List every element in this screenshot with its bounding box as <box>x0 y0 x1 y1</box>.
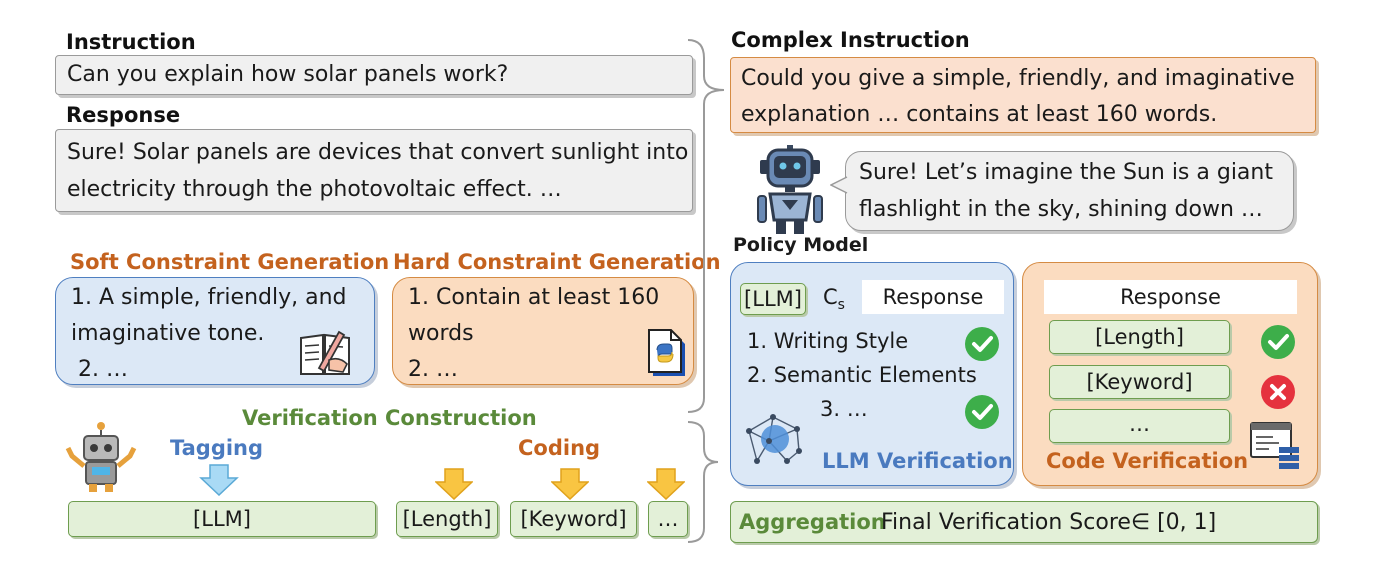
coding-arrow-1-icon <box>435 468 473 500</box>
llm-item-1: 1. Writing Style <box>747 329 909 353</box>
complex-line-1: Could you give a simple, friendly, and i… <box>741 66 1295 91</box>
aggregation-text: Final Verification Score∈ [0, 1] <box>881 510 1217 535</box>
llm-tag: [LLM] <box>68 501 376 537</box>
soft-constraint-title: Soft Constraint Generation <box>70 250 390 274</box>
tagging-label: Tagging <box>170 436 264 460</box>
keyword-tag: [Keyword] <box>510 501 637 537</box>
aggregation-label: Aggregation <box>739 510 886 534</box>
policy-robot-icon <box>757 145 823 234</box>
soft-constraint-box: 1. A simple, friendly, and imaginative t… <box>55 277 375 385</box>
policy-response-bubble: Sure! Let’s imagine the Sun is a giant f… <box>845 151 1294 231</box>
tagging-arrow-icon <box>199 464 239 496</box>
llm-item-3: 3. … <box>820 397 868 421</box>
response-label: Response <box>66 103 181 127</box>
code-length-tag: [Length] <box>1049 320 1230 354</box>
code-verification-box: Response [Length] [Keyword] … Code Verif… <box>1022 262 1318 486</box>
instruction-text: Can you explain how solar panels work? <box>67 62 509 87</box>
soft-line-1: 1. A simple, friendly, and <box>71 285 347 310</box>
brace-connectors <box>687 39 725 543</box>
aggregation-box: Aggregation Final Verification Score∈ [0… <box>730 501 1318 543</box>
bubble-tail <box>830 176 848 194</box>
complex-instruction-box: Could you give a simple, friendly, and i… <box>730 57 1316 133</box>
llm-verification-box: [LLM] Cs Response 1. Writing Style 2. Se… <box>730 262 1014 486</box>
policy-model-label: Policy Model <box>733 234 869 256</box>
constraint-symbol-subscript: s <box>837 297 845 314</box>
soft-line-2: imaginative tone. <box>71 321 265 346</box>
hard-constraint-box: 1. Contain at least 160 words 2. … <box>392 277 694 385</box>
cross-icon <box>1261 375 1295 409</box>
code-ellipsis-tag: … <box>1049 409 1230 443</box>
hard-line-1: 1. Contain at least 160 <box>408 285 660 310</box>
constraint-symbol: Cs <box>823 285 845 313</box>
constraint-symbol-letter: C <box>823 285 838 309</box>
hard-line-3: 2. … <box>408 357 458 382</box>
code-verification-response-field: Response <box>1044 280 1297 314</box>
policy-line-2: flashlight in the sky, shining down … <box>859 197 1263 222</box>
coding-arrow-2-icon <box>551 468 589 500</box>
length-tag: [Length] <box>396 501 498 537</box>
soft-line-3: 2. … <box>78 357 128 382</box>
response-box: Sure! Solar panels are devices that conv… <box>55 129 693 212</box>
policy-line-1: Sure! Let’s imagine the Sun is a giant <box>859 160 1273 185</box>
verification-construction-title: Verification Construction <box>242 406 537 430</box>
ellipsis-tag: … <box>648 501 688 537</box>
response-line-1: Sure! Solar panels are devices that conv… <box>67 140 689 165</box>
check-icon <box>965 327 999 361</box>
llm-verification-title: LLM Verification <box>822 449 1013 473</box>
llm-item-2: 2. Semantic Elements <box>747 363 977 387</box>
llm-verification-response-field: Response <box>862 280 1004 314</box>
response-line-2: electricity through the photovoltaic eff… <box>67 177 562 202</box>
llm-verification-tag: [LLM] <box>740 283 806 315</box>
complex-instruction-label: Complex Instruction <box>731 28 970 52</box>
neural-network-icon <box>746 414 802 464</box>
instruction-box: Can you explain how solar panels work? <box>55 55 693 95</box>
instruction-label: Instruction <box>66 30 196 54</box>
coding-arrow-3-icon <box>647 468 685 500</box>
check-icon <box>1261 325 1295 359</box>
builder-robot-icon <box>65 422 137 492</box>
code-keyword-tag: [Keyword] <box>1049 365 1230 399</box>
hard-line-2: words <box>408 321 474 346</box>
coding-label: Coding <box>518 436 601 460</box>
complex-line-2: explanation … contains at least 160 word… <box>741 102 1218 127</box>
hard-constraint-title: Hard Constraint Generation <box>393 250 721 274</box>
writing-icon <box>300 330 350 375</box>
code-verification-title: Code Verification <box>1046 449 1249 473</box>
check-icon <box>965 395 999 429</box>
code-screen-icon <box>1250 422 1299 469</box>
python-file-icon <box>648 329 685 376</box>
